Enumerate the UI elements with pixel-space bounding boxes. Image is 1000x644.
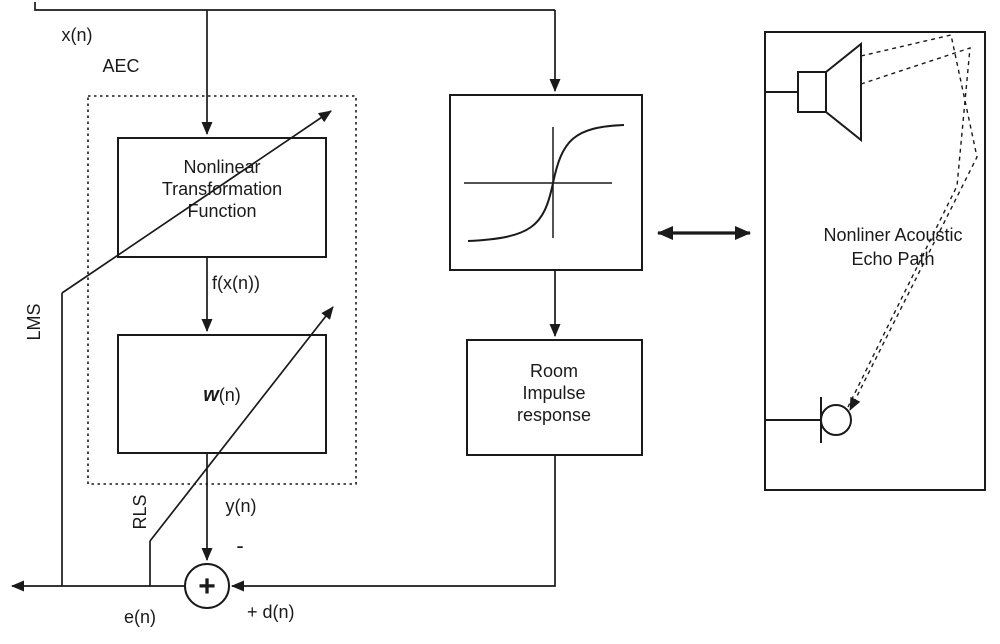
rls-label: RLS: [130, 494, 150, 529]
weights-symbol: w: [203, 384, 220, 406]
rir-to-sum-arrow: [231, 455, 556, 592]
minus-label: -: [236, 533, 243, 558]
ntf-label-line2: Transformation: [162, 179, 282, 199]
speaker-cone: [825, 41, 862, 143]
lms-adapt-arrow: [61, 110, 332, 294]
weights-label: w(n): [203, 384, 241, 406]
microphone-icon: [765, 397, 852, 443]
lms-label: LMS: [24, 303, 44, 340]
rir-label-line2: Impulse: [522, 383, 585, 403]
desired-label: + d(n): [247, 602, 295, 622]
y-label: y(n): [226, 496, 257, 516]
sigmoid-plot: [464, 124, 625, 242]
sigmoid-curve: [467, 124, 625, 242]
speaker-icon: [765, 41, 862, 143]
error-label: e(n): [124, 607, 156, 627]
aec-label: AEC: [102, 56, 139, 76]
echo-path-label-line2: Echo Path: [851, 249, 934, 269]
ntf-label-line1: Nonlinear: [183, 157, 260, 177]
input-line: [34, 2, 555, 11]
rir-label-line1: Room: [530, 361, 578, 381]
nonlinear-transform-box: [117, 137, 327, 258]
aec-dashed-box: [87, 95, 357, 485]
sum-plus-label: +: [198, 570, 216, 603]
rir-label-line3: response: [517, 405, 591, 425]
input-label: x(n): [62, 25, 93, 45]
f-of-x-label: f(x(n)): [212, 273, 260, 293]
rls-adapt-arrow: [149, 306, 334, 542]
echo-path-label-line1: Nonliner Acoustic: [823, 225, 962, 245]
weights-box: [117, 334, 327, 454]
echo-ray-1: [849, 34, 978, 411]
microphone-capsule: [820, 404, 852, 436]
sum-junction-circle: [184, 563, 230, 609]
echo-ray-2: [847, 46, 971, 408]
room-impulse-box: [466, 339, 643, 456]
echo-path-box: [764, 31, 986, 491]
ntf-label-line3: Function: [187, 201, 256, 221]
weights-suffix: (n): [219, 385, 241, 405]
speaker-driver: [797, 71, 827, 113]
